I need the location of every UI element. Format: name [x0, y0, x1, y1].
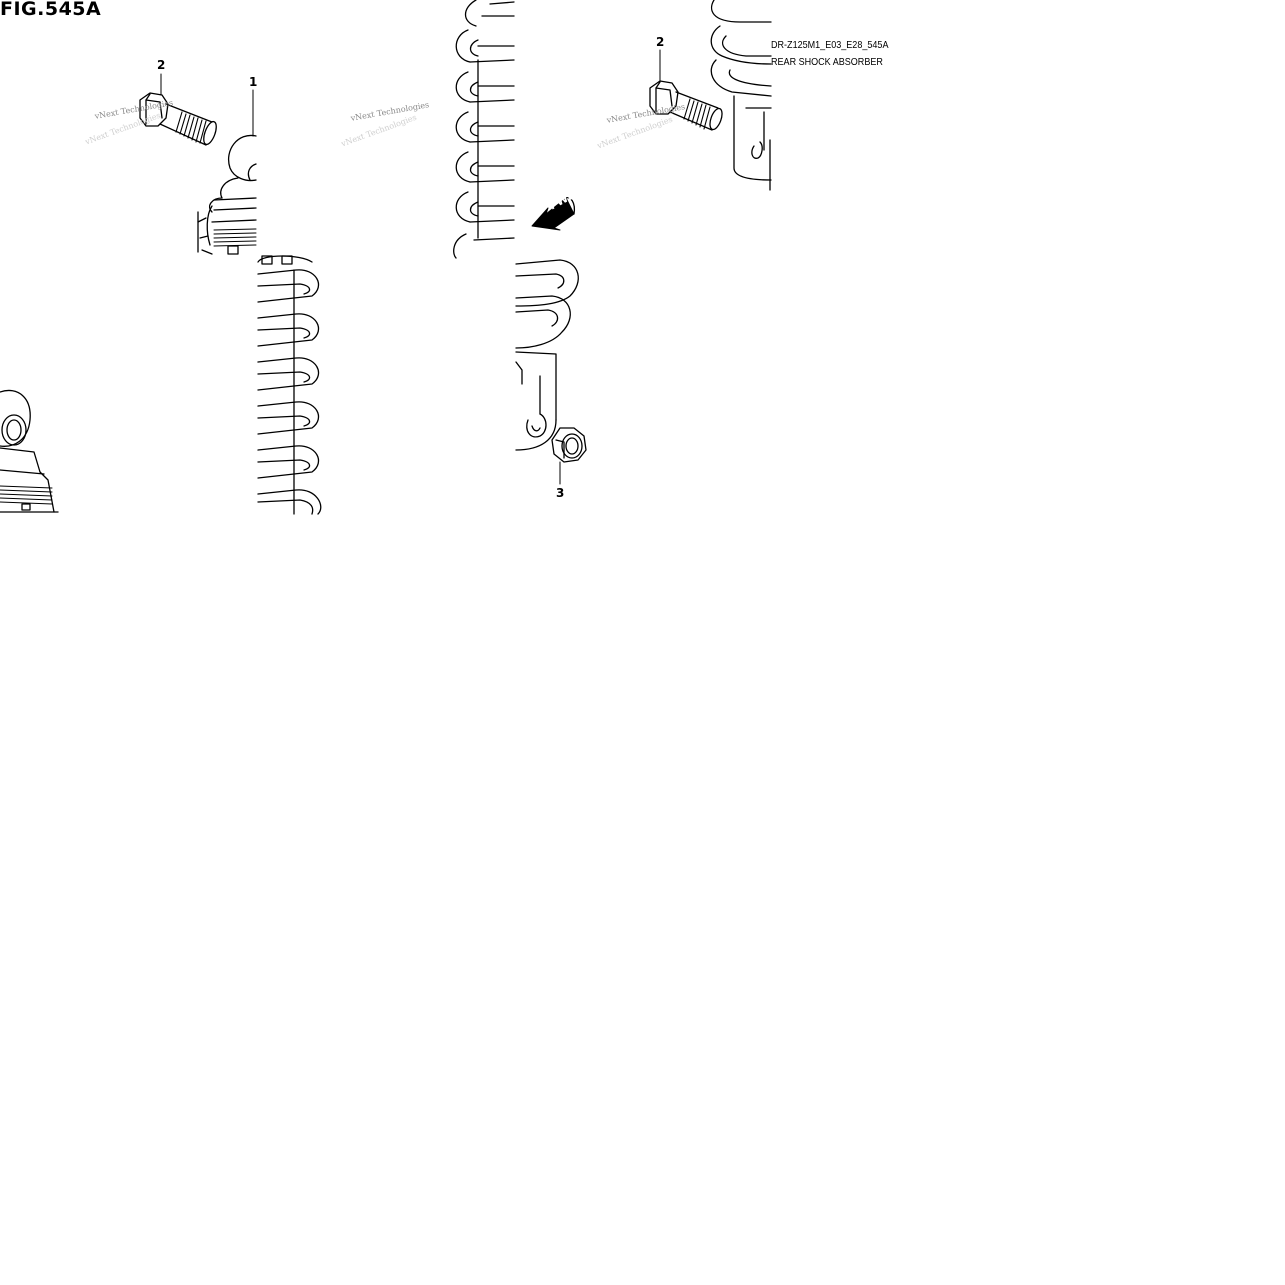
leader-lines [160, 49, 661, 485]
figure-code: DR-Z125M1_E03_E28_545A [771, 39, 889, 51]
callout-bolt-right: 2 [656, 35, 665, 49]
callout-absorber: 1 [249, 75, 258, 89]
figure-name: REAR SHOCK ABSORBER [771, 56, 883, 68]
callout-bolt-left: 2 [157, 58, 166, 72]
absorber-lower-clevis [710, 0, 772, 191]
spring-upper-coils [453, 0, 515, 259]
absorber-top-mount [197, 134, 257, 255]
callout-nut: 3 [556, 486, 565, 500]
figure-caption: DR-Z125M1_E03_E28_545A REAR SHOCK ABSORB… [771, 37, 888, 71]
fwd-arrow-icon [531, 196, 576, 231]
figure-title: FIG.545A [0, 0, 102, 20]
bolt-left-icon [139, 92, 217, 146]
absorber-side-eyelet [0, 389, 59, 513]
spring-lower-coils [257, 255, 322, 515]
nut-icon [551, 427, 587, 463]
absorber-bottom-clevis [515, 259, 579, 451]
bolt-right-icon [649, 80, 723, 131]
